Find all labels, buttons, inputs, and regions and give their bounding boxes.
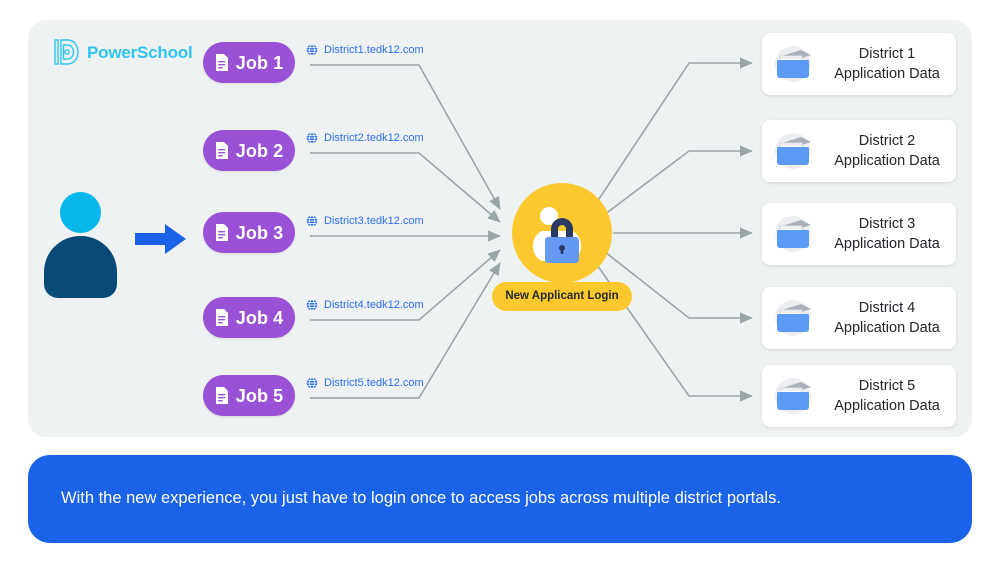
district-name: District 2 xyxy=(858,133,916,149)
applicant-person-icon xyxy=(44,192,117,298)
district-url-label: District4.tedk12.com xyxy=(324,298,424,311)
district-card-4[interactable]: District 4 Application Data xyxy=(762,287,956,349)
district-name: District 1 xyxy=(858,46,916,62)
job-pill-label: Job 3 xyxy=(235,222,284,243)
job-pill-3[interactable]: Job 3 xyxy=(203,212,295,253)
job-pill-label: Job 5 xyxy=(235,385,284,406)
job-pill-label: Job 1 xyxy=(235,52,284,73)
district-subtitle: Application Data xyxy=(834,320,940,336)
district-subtitle: Application Data xyxy=(834,236,940,252)
card-icon-wrap xyxy=(762,365,824,427)
district-url-label: District3.tedk12.com xyxy=(324,214,424,227)
file-box-icon xyxy=(775,133,811,169)
bottom-banner: With the new experience, you just have t… xyxy=(28,455,972,543)
district-card-2[interactable]: District 2 Application Data xyxy=(762,120,956,182)
job-pill-label: Job 4 xyxy=(235,307,284,328)
card-icon-wrap xyxy=(762,33,824,95)
district-url-label: District5.tedk12.com xyxy=(324,376,424,389)
card-icon-wrap xyxy=(762,203,824,265)
powerschool-p-icon xyxy=(54,39,79,65)
district-subtitle: Application Data xyxy=(834,153,940,169)
district-url-2[interactable]: District2.tedk12.com xyxy=(306,132,424,144)
file-box-icon xyxy=(775,300,811,336)
job-pill-4[interactable]: Job 4 xyxy=(203,297,295,338)
globe-icon xyxy=(306,132,318,144)
district-url-5[interactable]: District5.tedk12.com xyxy=(306,377,424,389)
district-url-1[interactable]: District1.tedk12.com xyxy=(306,44,424,56)
document-icon xyxy=(215,309,228,326)
district-card-1[interactable]: District 1 Application Data xyxy=(762,33,956,95)
globe-icon xyxy=(306,377,318,389)
district-card-3[interactable]: District 3 Application Data xyxy=(762,203,956,265)
job-pill-5[interactable]: Job 5 xyxy=(203,375,295,416)
district-url-label: District2.tedk12.com xyxy=(324,131,424,144)
file-box-icon xyxy=(775,216,811,252)
lock-user-icon xyxy=(532,207,582,263)
brand-name: PowerSchool xyxy=(87,42,193,62)
document-icon xyxy=(215,387,228,404)
card-text: District 5 Application Data xyxy=(824,376,956,416)
district-name: District 4 xyxy=(858,300,916,316)
file-box-icon xyxy=(775,378,811,414)
job-pill-label: Job 2 xyxy=(235,140,284,161)
card-text: District 1 Application Data xyxy=(824,44,956,84)
globe-icon xyxy=(306,299,318,311)
job-pill-2[interactable]: Job 2 xyxy=(203,130,295,171)
new-applicant-login-label: New Applicant Login xyxy=(492,282,632,311)
district-name: District 5 xyxy=(858,378,916,394)
card-text: District 2 Application Data xyxy=(824,131,956,171)
document-icon xyxy=(215,142,228,159)
district-subtitle: Application Data xyxy=(834,398,940,414)
job-pill-1[interactable]: Job 1 xyxy=(203,42,295,83)
card-icon-wrap xyxy=(762,287,824,349)
card-text: District 3 Application Data xyxy=(824,214,956,254)
globe-icon xyxy=(306,215,318,227)
new-applicant-login-hub[interactable] xyxy=(512,183,612,283)
district-url-3[interactable]: District3.tedk12.com xyxy=(306,215,424,227)
district-card-5[interactable]: District 5 Application Data xyxy=(762,365,956,427)
document-icon xyxy=(215,54,228,71)
document-icon xyxy=(215,224,228,241)
person-head xyxy=(60,192,101,233)
right-arrow-icon xyxy=(135,224,186,254)
file-box-icon xyxy=(775,46,811,82)
person-body xyxy=(44,236,117,298)
card-icon-wrap xyxy=(762,120,824,182)
hub-label-text: New Applicant Login xyxy=(505,289,619,302)
globe-icon xyxy=(306,44,318,56)
banner-text: With the new experience, you just have t… xyxy=(61,489,781,508)
powerschool-logo: PowerSchool xyxy=(54,38,193,66)
district-url-4[interactable]: District4.tedk12.com xyxy=(306,299,424,311)
card-text: District 4 Application Data xyxy=(824,298,956,338)
district-url-label: District1.tedk12.com xyxy=(324,43,424,56)
district-subtitle: Application Data xyxy=(834,66,940,82)
district-name: District 3 xyxy=(858,216,916,232)
